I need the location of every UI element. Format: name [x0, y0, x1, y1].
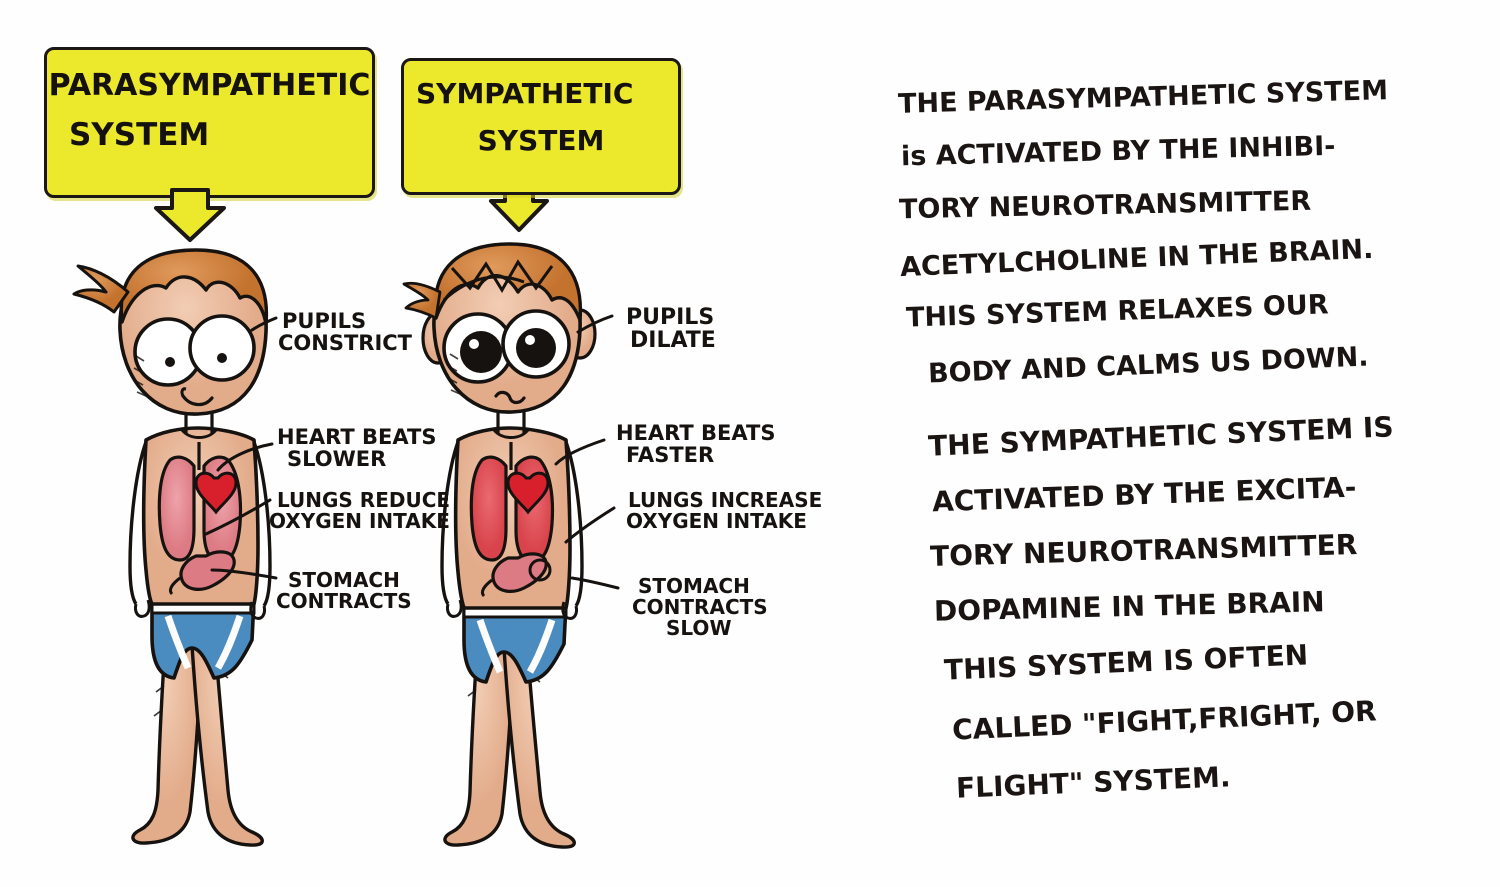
leader-pupils-right	[576, 314, 614, 334]
header-line-2: SYSTEM	[477, 124, 605, 157]
label-pupils-dilate: PUPILS DILATE	[626, 306, 716, 353]
label-lungs-increase-oxygen: LUNGS INCREASE OXYGEN INTAKE	[626, 488, 823, 534]
label-stomach-contracts: STOMACH CONTRACTS	[276, 568, 412, 612]
label-line: STOMACH	[638, 574, 750, 598]
header-line-2: SYSTEM	[69, 117, 210, 153]
header-line-1: SYMPATHETIC	[416, 77, 634, 110]
label-line: OXYGEN INTAKE	[269, 509, 450, 534]
pupil-dilated-right	[516, 328, 556, 368]
label-line: FASTER	[626, 443, 715, 468]
label-lungs-reduce-oxygen: LUNGS REDUCE OXYGEN INTAKE	[269, 488, 451, 532]
header-box-parasympathetic-label: PARASYMPATHETIC SYSTEM	[47, 68, 372, 153]
label-line: STOMACH	[288, 568, 400, 592]
label-line: DILATE	[630, 328, 716, 354]
label-line: LUNGS REDUCE	[277, 488, 451, 512]
label-heart-slower: HEART BEATS SLOWER	[277, 426, 436, 471]
parasympathetic-figure	[72, 248, 272, 847]
label-line: HEART BEATS	[277, 425, 437, 449]
label-heart-faster: HEART BEATS FASTER	[616, 422, 775, 467]
label-line: SLOWER	[287, 447, 387, 472]
label-line: CONSTRICT	[278, 331, 413, 356]
header-box-sympathetic: SYMPATHETIC SYSTEM	[401, 58, 681, 195]
header-box-sympathetic-label: SYMPATHETIC SYSTEM	[404, 77, 678, 157]
leader-lines	[204, 314, 620, 590]
sympathetic-figure	[402, 242, 597, 849]
label-line: HEART BEATS	[616, 421, 776, 445]
label-line: PUPILS	[282, 309, 367, 333]
header-line-1: PARASYMPATHETIC	[48, 68, 371, 103]
label-line: PUPILS	[626, 305, 715, 330]
label-pupils-constrict: PUPILS CONSTRICT	[278, 309, 412, 355]
header-box-parasympathetic: PARASYMPATHETIC SYSTEM	[44, 47, 375, 198]
label-line: SLOW	[666, 616, 732, 641]
pupil-constricted-left	[165, 357, 175, 367]
pupil-constricted-right	[217, 353, 227, 363]
pupil-dilated-left	[460, 331, 502, 373]
label-line: CONTRACTS	[276, 589, 412, 614]
label-line: LUNGS INCREASE	[628, 488, 823, 512]
leader-pupils-left	[250, 316, 278, 332]
label-line: CONTRACTS	[632, 595, 768, 620]
label-stomach-contracts-slow: STOMACH CONTRACTS SLOW	[632, 574, 768, 641]
label-line: OXYGEN INTAKE	[626, 509, 807, 534]
